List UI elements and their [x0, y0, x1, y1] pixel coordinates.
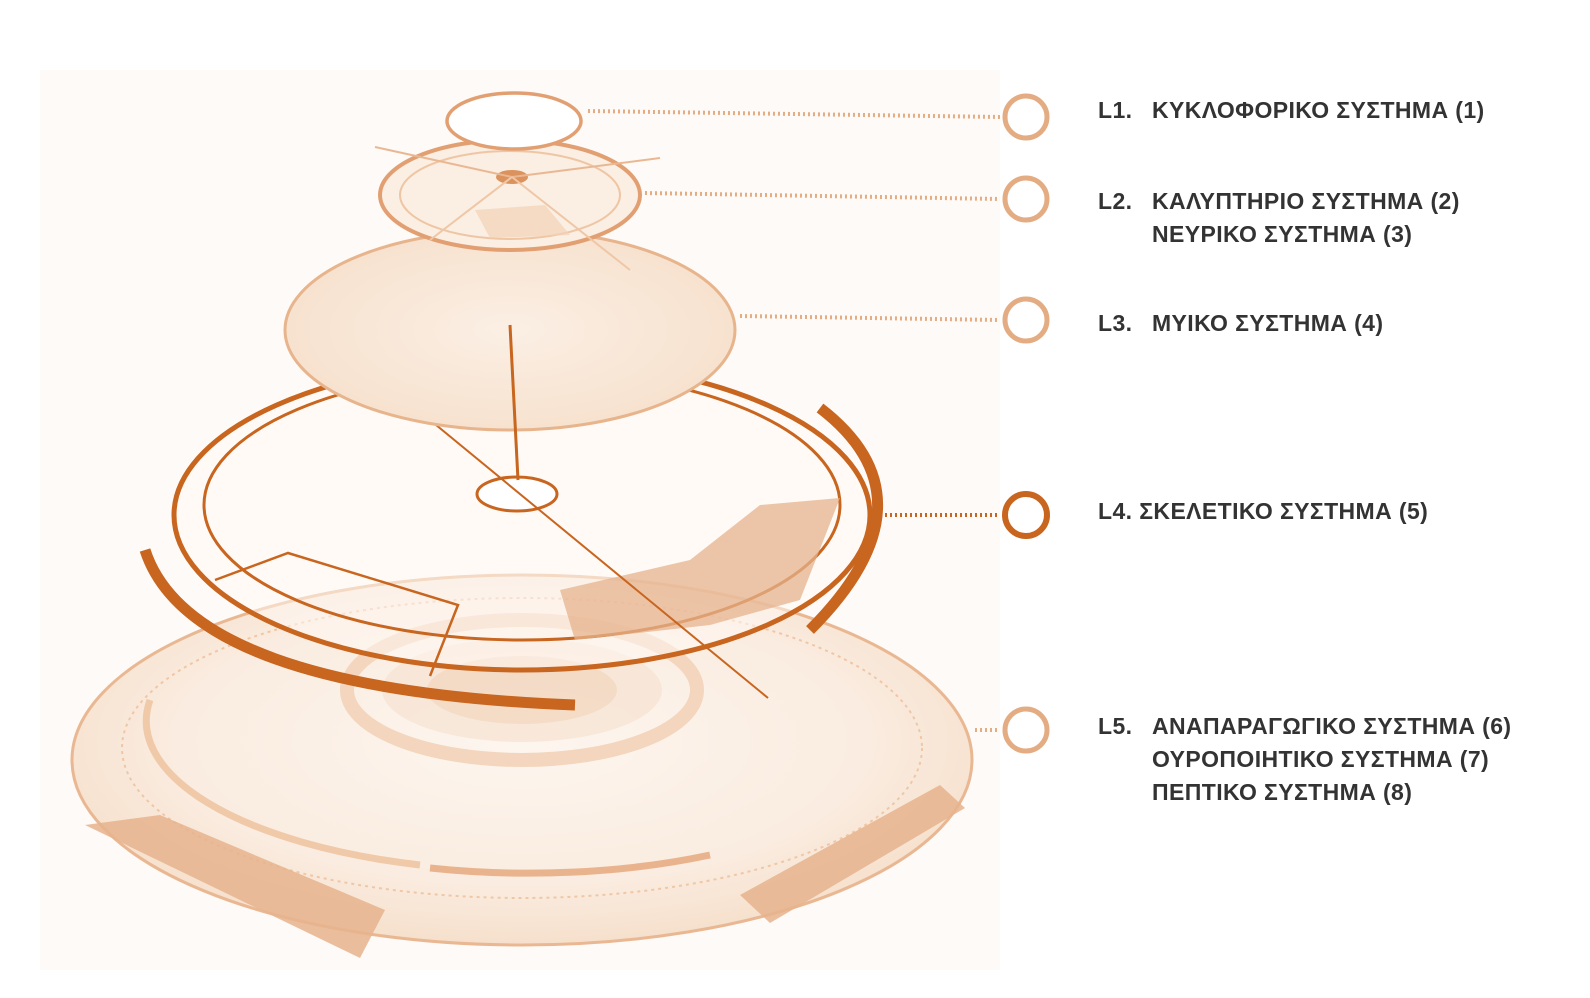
- layer-l1-disc: [445, 91, 583, 151]
- label-l3: L3. ΜΥΙΚΟ ΣΥΣΤΗΜΑ (4): [1098, 307, 1383, 340]
- label-l5-system-1: ΑΝΑΠΑΡΑΓΩΓΙΚΟ ΣΥΣΤΗΜΑ (6): [1152, 713, 1512, 739]
- label-l5-code: L5.: [1098, 713, 1133, 739]
- label-l2-system-1: ΚΑΛΥΠΤΗΡΙΟ ΣΥΣΤΗΜΑ (2): [1152, 188, 1460, 214]
- label-l2: L2. ΚΑΛΥΠΤΗΡΙΟ ΣΥΣΤΗΜΑ (2) ΝΕΥΡΙΚΟ ΣΥΣΤΗΜ…: [1098, 185, 1460, 251]
- label-l4-system-1: ΣΚΕΛΕΤΙΚΟ ΣΥΣΤΗΜΑ (5): [1139, 498, 1429, 524]
- label-l5-system-3: ΠΕΠΤΙΚΟ ΣΥΣΤΗΜΑ (8): [1152, 779, 1413, 805]
- marker-l2: [1002, 175, 1050, 223]
- label-l3-code: L3.: [1098, 310, 1133, 336]
- label-l5-system-2: ΟΥΡΟΠΟΙΗΤΙΚΟ ΣΥΣΤΗΜΑ (7): [1152, 746, 1490, 772]
- label-l2-system-2: ΝΕΥΡΙΚΟ ΣΥΣΤΗΜΑ (3): [1152, 221, 1413, 247]
- label-l2-code: L2.: [1098, 188, 1133, 214]
- marker-l1: [1002, 93, 1050, 141]
- label-l3-system-1: ΜΥΙΚΟ ΣΥΣΤΗΜΑ (4): [1152, 310, 1384, 336]
- label-l5: L5. ΑΝΑΠΑΡΑΓΩΓΙΚΟ ΣΥΣΤΗΜΑ (6) ΟΥΡΟΠΟΙΗΤΙΚ…: [1098, 710, 1511, 809]
- marker-l3: [1002, 296, 1050, 344]
- label-l4: L4. ΣΚΕΛΕΤΙΚΟ ΣΥΣΤΗΜΑ (5): [1098, 495, 1428, 528]
- connector-l4: [875, 491, 1050, 539]
- connector-l5: [975, 706, 1050, 754]
- layer-l2-disc: [374, 138, 661, 271]
- connector-l3: [739, 296, 1050, 344]
- label-l1-code: L1.: [1098, 97, 1133, 123]
- marker-l4: [1002, 491, 1050, 539]
- connector-l1: [587, 93, 1050, 141]
- connector-l2: [644, 175, 1050, 223]
- label-l4-code: L4.: [1098, 498, 1133, 524]
- label-l1-system-1: ΚΥΚΛΟΦΟΡΙΚΟ ΣΥΣΤΗΜΑ (1): [1152, 97, 1485, 123]
- label-l1: L1. ΚΥΚΛΟΦΟΡΙΚΟ ΣΥΣΤΗΜΑ (1): [1098, 94, 1485, 127]
- marker-l5: [1002, 706, 1050, 754]
